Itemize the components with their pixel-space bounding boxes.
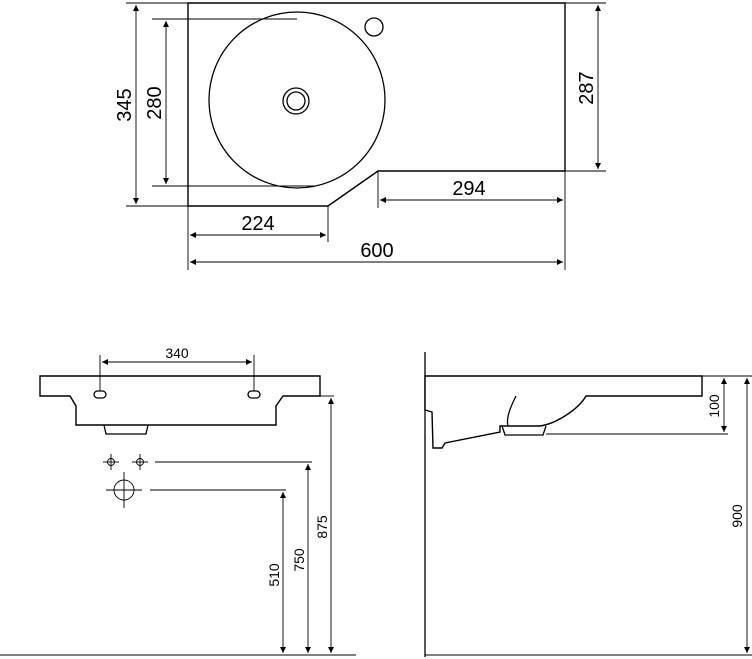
- dim-label-900: 900: [729, 504, 745, 528]
- bowl-profile-side: [506, 395, 517, 427]
- water-connection-right: [132, 454, 148, 470]
- drain-outlet-front: [103, 424, 149, 435]
- dim-label-875: 875: [314, 515, 330, 539]
- dim-label-750: 750: [291, 548, 307, 572]
- dim-label-294: 294: [452, 178, 485, 200]
- dim-label-100: 100: [706, 394, 722, 418]
- dim-label-224: 224: [241, 213, 274, 235]
- bowl-circle: [208, 11, 386, 189]
- basin-outline-side: [424, 375, 703, 449]
- basin-outline-top: [187, 2, 566, 207]
- dim-label-510: 510: [266, 563, 282, 587]
- dim-label-600: 600: [360, 240, 393, 262]
- side-view: 100 900: [424, 352, 752, 657]
- front-view: 340 510 750 875: [0, 345, 356, 656]
- water-connection-left: [103, 454, 119, 470]
- dim-label-280: 280: [144, 86, 166, 119]
- basin-outline-front: [39, 375, 321, 426]
- top-view: 345 280 287 294 224 600: [114, 2, 606, 270]
- dim-label-340: 340: [165, 345, 189, 361]
- dim-label-287: 287: [576, 71, 598, 104]
- tap-hole: [364, 17, 384, 37]
- drain-inner: [286, 91, 306, 111]
- drain-outlet-side: [501, 425, 547, 436]
- dim-label-345: 345: [114, 88, 136, 121]
- drain-outer: [282, 87, 310, 115]
- drain-connection: [106, 472, 142, 508]
